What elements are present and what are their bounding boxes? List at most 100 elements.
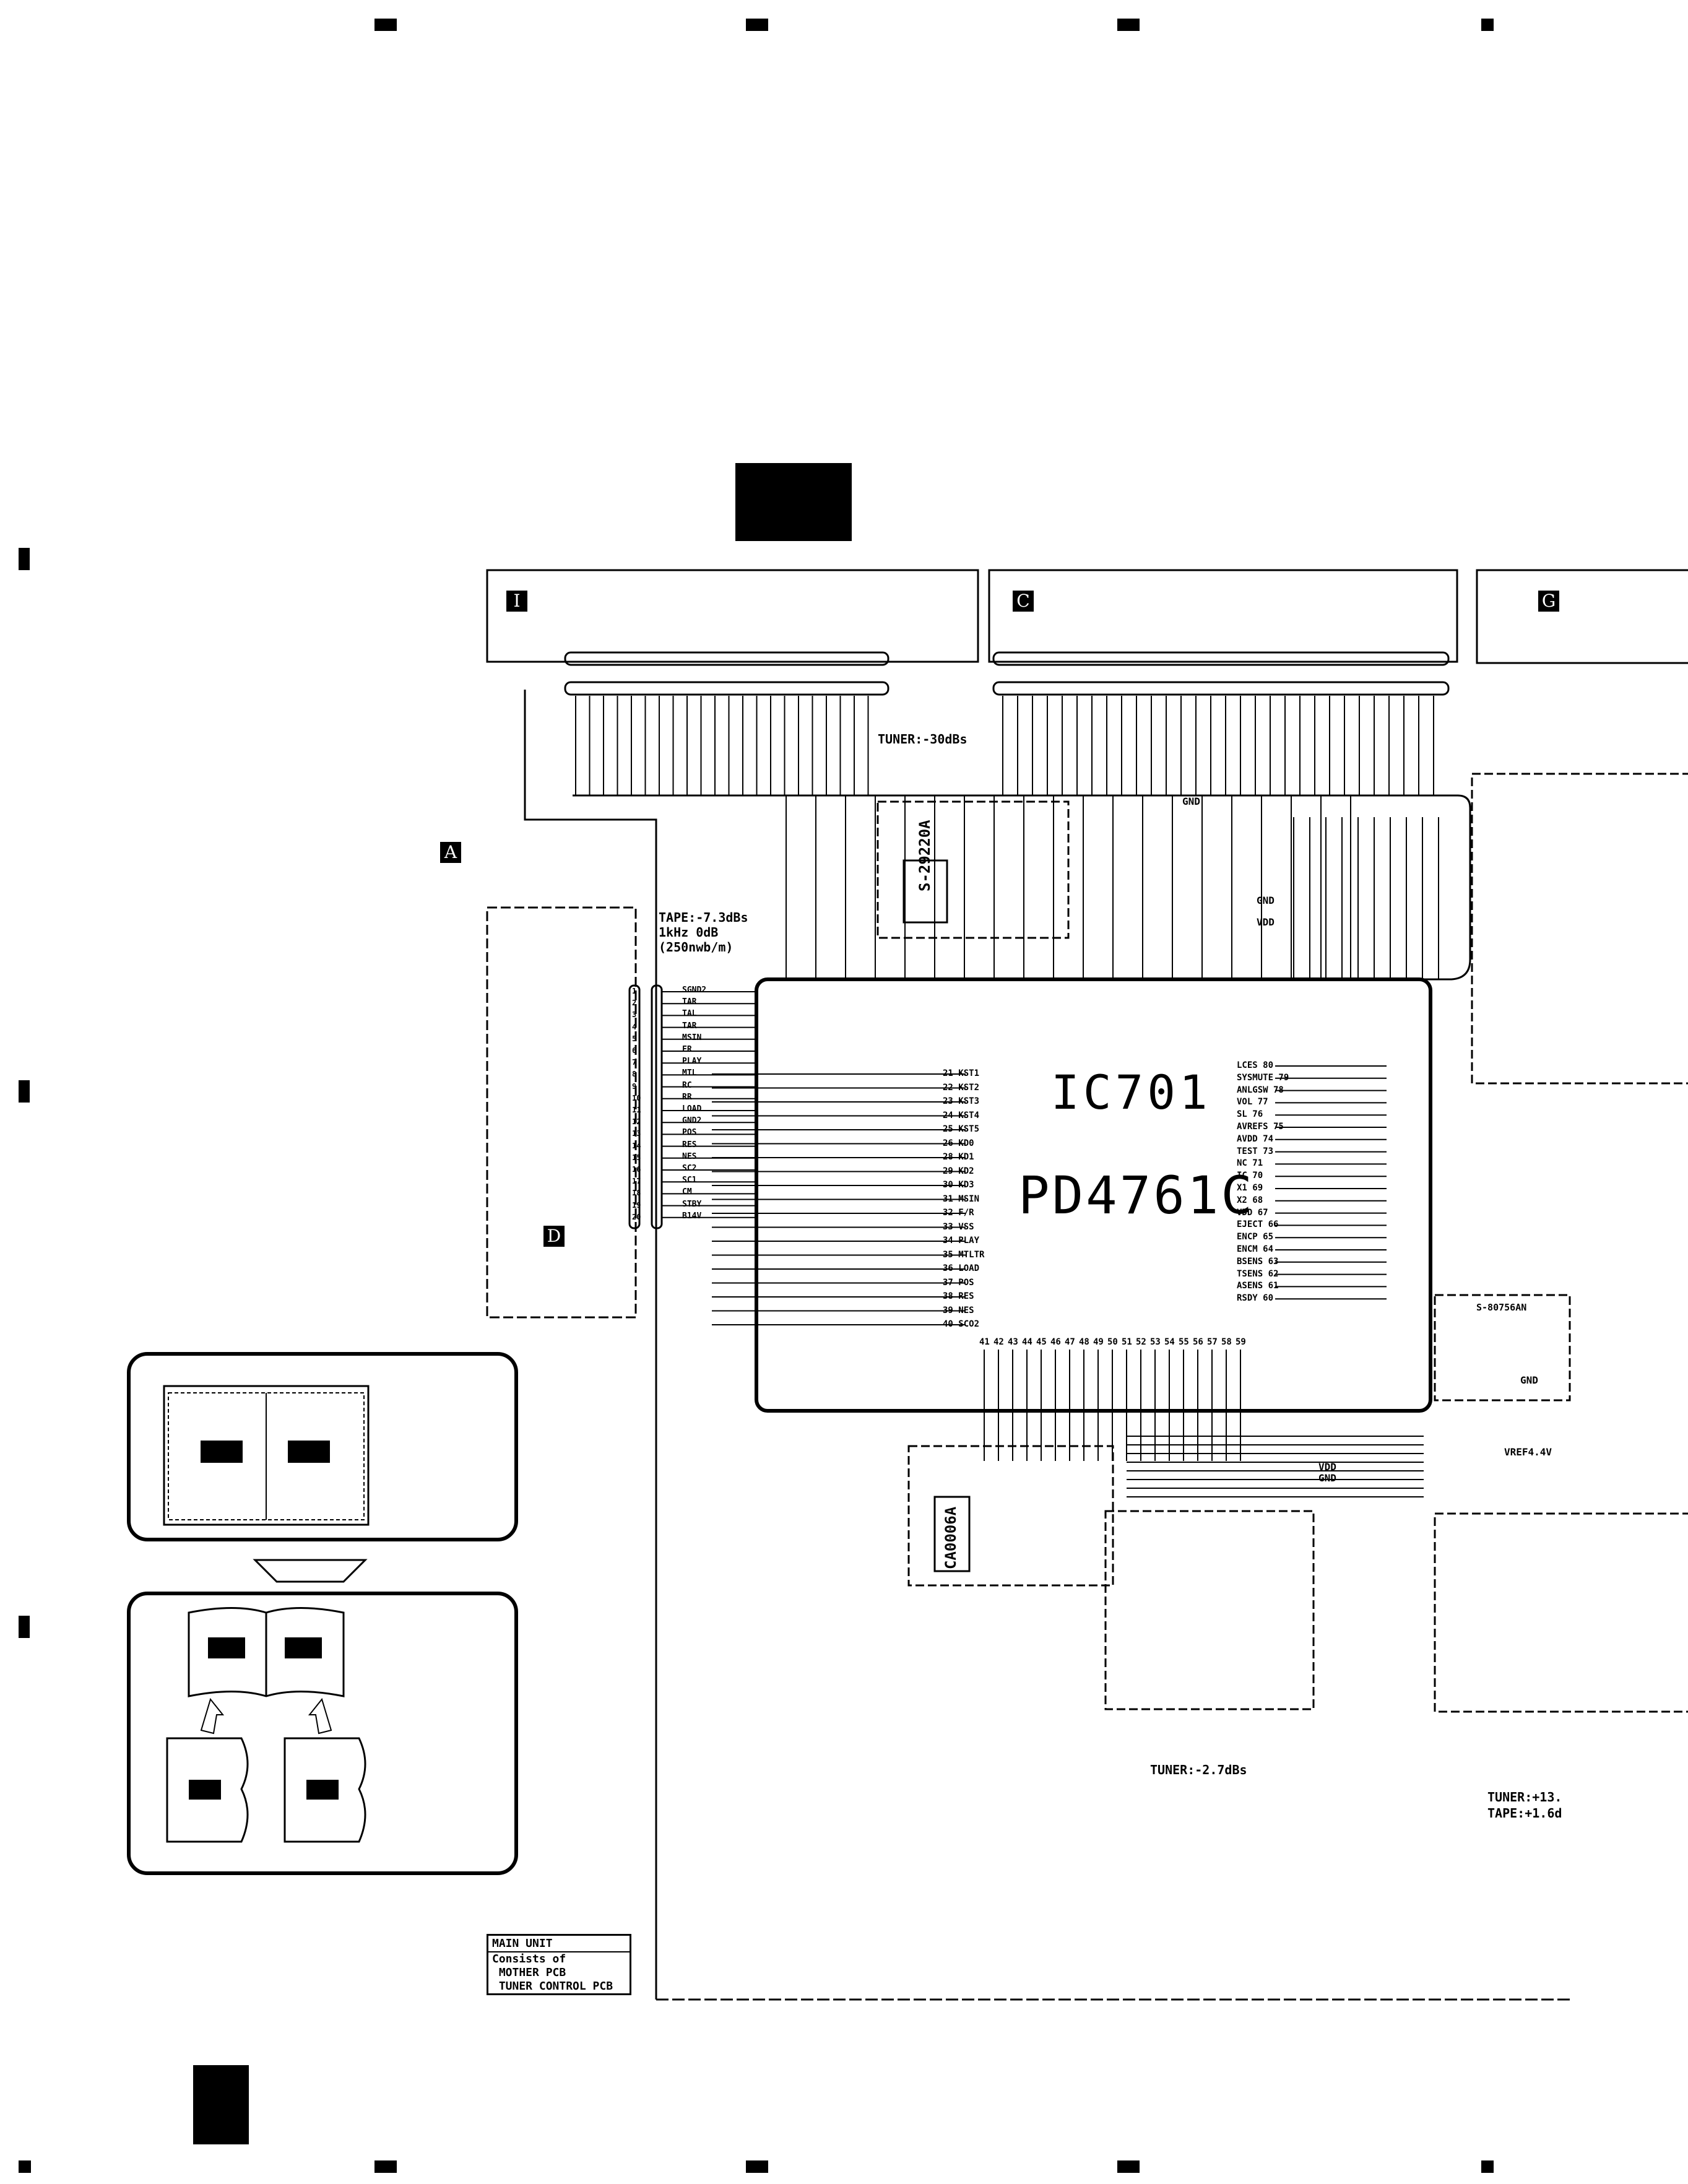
registration-mark-top-1 (374, 19, 397, 31)
connector-d-signal: TAR (682, 997, 697, 1007)
ic-pin-label: 26 KD0 (943, 1138, 974, 1148)
ic-pin-label: 47 (1065, 1337, 1075, 1347)
ic-pin-label: AVDD 74 (1237, 1133, 1274, 1144)
ic-pin-label: EJECT 66 (1237, 1220, 1279, 1230)
connector-d-pin-number: 8 (632, 1070, 637, 1079)
ic-pin-label: 32 F/R (943, 1208, 974, 1218)
ic-pin-label: 57 (1207, 1337, 1218, 1347)
legend-line-1: Consists of (492, 1952, 566, 1965)
note-tuner-right: TUNER:+13. TAPE:+1.6d (1487, 1790, 1562, 1821)
ic-pin-label: RSDY 60 (1237, 1293, 1274, 1304)
connector-d-pin-number: 4 (632, 1022, 637, 1031)
ic-pin-label: 35 MTLTR (943, 1249, 985, 1260)
connector-d-signal: MSIN (682, 1033, 702, 1042)
ic-pin-label: 36 LOAD (943, 1263, 980, 1273)
ic-pin-label: NC 71 (1237, 1158, 1263, 1169)
note-gnd-mid: GND (1257, 895, 1275, 906)
note-vref: VREF4.4V (1504, 1446, 1552, 1458)
connector-d-pin-number: 13 (632, 1129, 641, 1138)
page-number-block (193, 2065, 249, 2144)
title-block (735, 463, 852, 541)
ic-pin-label: X1 69 (1237, 1183, 1263, 1193)
ic-pin-label: IC 70 (1237, 1171, 1263, 1181)
ic-pin-label: 31 MSIN (943, 1194, 980, 1204)
ic-pin-label: 23 KST3 (943, 1096, 980, 1106)
ic-pin-label: 45 (1036, 1337, 1047, 1347)
ic803-part: S-80756AN (1476, 1302, 1527, 1313)
ic-pin-label: 58 (1221, 1337, 1232, 1347)
note-tape-level: TAPE:-7.3dBs 1kHz 0dB (250nwb/m) (659, 910, 748, 955)
ic-pin-label: VDD 67 (1237, 1207, 1268, 1218)
ic-pin-label: TSENS 62 (1237, 1268, 1279, 1279)
note-tuner-mid: TUNER:-2.7dBs (1150, 1762, 1247, 1777)
legend-block-2 (288, 1441, 330, 1463)
connector-d-pin-number: 20 (632, 1212, 641, 1221)
ic-pin-label: ENCP 65 (1237, 1232, 1274, 1242)
connector-d-pin-number: 19 (632, 1200, 641, 1210)
board-label-d: D (543, 1226, 565, 1247)
ic-pin-label: 40 SCO2 (943, 1319, 980, 1329)
ic-pin-label: 21 KST1 (943, 1068, 980, 1078)
connector-d-signal: LOAD (682, 1104, 702, 1114)
connector-d-signal: CM (682, 1187, 692, 1197)
connector-d-signal: FR (682, 1045, 692, 1054)
ic-pin-label: 22 KST2 (943, 1082, 980, 1093)
connector-d-pin-number: 17 (632, 1177, 641, 1186)
ic-pin-label: X2 68 (1237, 1195, 1263, 1205)
ic-pin-label: 30 KD3 (943, 1180, 974, 1190)
connector-d-signal: PLAY (682, 1057, 702, 1067)
legend-line-3: TUNER CONTROL PCB (492, 1980, 613, 1993)
ic-pin-label: 29 KD2 (943, 1166, 974, 1176)
connector-d-pin-number: 12 (632, 1117, 641, 1127)
connector-d-pin-number: 1 (632, 987, 637, 995)
registration-mark-bottom-3 (746, 2160, 768, 2173)
ic-pin-label: 52 (1136, 1337, 1146, 1347)
legend-title: MAIN UNIT (488, 1936, 630, 1952)
registration-mark-left-2 (19, 1080, 30, 1103)
ic-pin-label: TEST 73 (1237, 1146, 1274, 1156)
connector-d-signal: RR (682, 1092, 692, 1102)
connector-d-pin-number: 16 (632, 1165, 641, 1174)
ic-pin-label: 39 NES (943, 1305, 974, 1315)
ic-pin-label: 48 (1079, 1337, 1089, 1347)
ic-pin-label: 59 (1236, 1337, 1246, 1347)
legend-block-6 (306, 1780, 339, 1800)
ic-pin-label: 28 KD1 (943, 1152, 974, 1162)
board-label-a: A (440, 842, 461, 863)
connector-d-pin-number: 14 (632, 1141, 641, 1150)
legend-block-1 (201, 1441, 243, 1463)
registration-mark-left-3 (19, 1616, 30, 1638)
ic-pin-label: 56 (1193, 1337, 1203, 1347)
connector-d-pin-number: 18 (632, 1189, 641, 1198)
connector-d-signal: RES (682, 1140, 697, 1150)
ic-pin-label: 25 KST5 (943, 1124, 980, 1134)
note-vdd-low: VDD (1318, 1461, 1336, 1473)
ic741-part: CA0006A (942, 1506, 959, 1569)
connector-d-pin-number: 15 (632, 1153, 641, 1162)
connector-d-signal: SC2 (682, 1164, 697, 1173)
ic-pin-label: LCES 80 (1237, 1060, 1274, 1070)
note-vdd-mid: VDD (1257, 916, 1275, 928)
connector-d-signal: MTL (682, 1068, 697, 1078)
ic-pin-label: 43 (1008, 1337, 1018, 1347)
ic-pin-label: 53 (1150, 1337, 1161, 1347)
legend-block-3 (208, 1637, 245, 1658)
connector-d-pin-number: 7 (632, 1058, 637, 1067)
connector-d-pin-number: 6 (632, 1046, 637, 1055)
connector-d-signal: STBY (682, 1199, 702, 1209)
ic-pin-label: ASENS 61 (1237, 1281, 1279, 1291)
ic-part-number: PD4761C (1018, 1165, 1255, 1226)
connector-d-pin-number: 10 (632, 1093, 641, 1103)
board-label-i: I (506, 591, 527, 612)
ic-pin-label: SL 76 (1237, 1109, 1263, 1120)
note-gnd-right: GND (1520, 1374, 1538, 1386)
ic801-part: S-29220A (916, 820, 933, 891)
registration-mark-bottom-2 (374, 2160, 397, 2173)
registration-mark-top-4 (1481, 19, 1494, 31)
connector-d-pin-number: 9 (632, 1081, 637, 1091)
connector-d-signal: POS (682, 1128, 697, 1138)
connector-d-pin-number: 2 (632, 999, 637, 1008)
note-gnd-top: GND (1182, 795, 1200, 807)
board-label-g: G (1538, 591, 1559, 612)
ic-pin-label: 55 (1179, 1337, 1189, 1347)
